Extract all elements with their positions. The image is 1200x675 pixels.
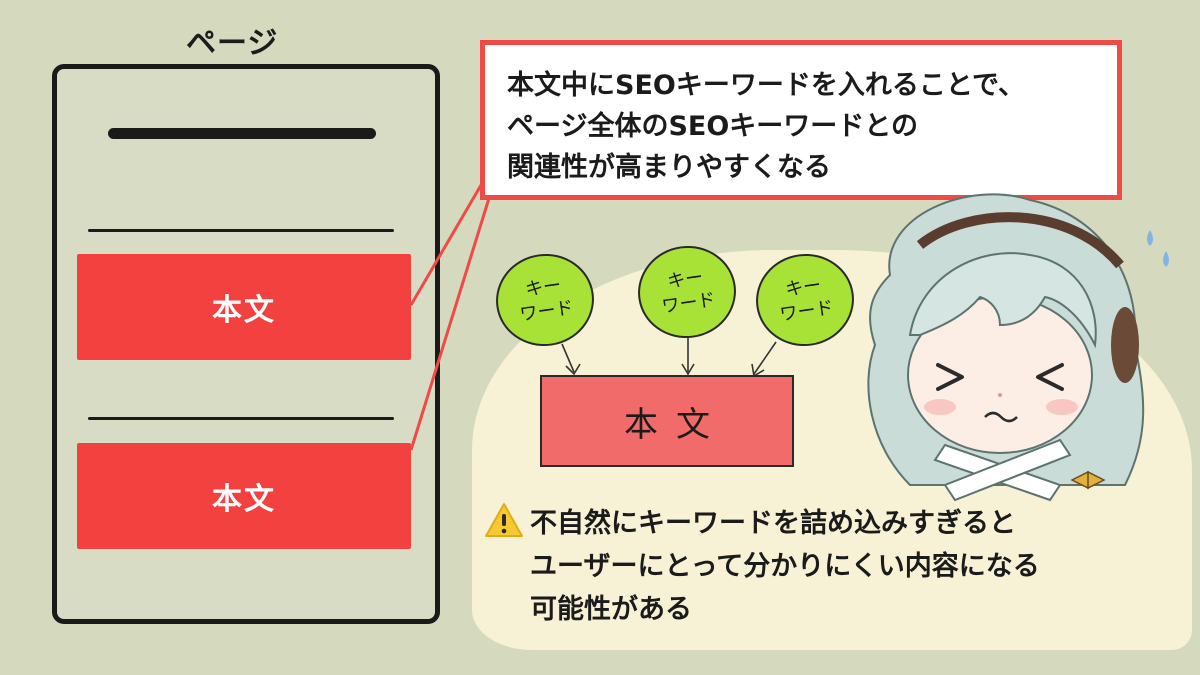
page-label: ページ [186,26,279,61]
wireframe-body-block: 本文 [77,254,411,360]
wireframe-body-block: 本文 [77,443,411,549]
callout-box: 本文中にSEOキーワードを入れることで、 ページ全体のSEOキーワードとの 関連… [480,40,1122,200]
callout-line: 本文中にSEOキーワードを入れることで、 [507,70,1025,101]
wireframe-heading-line [88,229,394,232]
warning-line: 不自然にキーワードを詰め込みすぎると [530,508,1016,539]
wireframe-title-bar [108,128,376,139]
wireframe-heading-line [88,417,394,420]
warning-text: 不自然にキーワードを詰め込みすぎると ユーザーにとって分かりにくい内容になる 可… [530,502,1040,631]
callout-line: 関連性が高まりやすくなる [507,152,831,183]
girl-crossing-arms-x-icon [867,193,1169,502]
warning-icon [485,503,523,537]
callout-line: ページ全体のSEOキーワードとの [507,111,919,142]
warning-line: ユーザーにとって分かりにくい内容になる [530,551,1040,582]
body-text-box: 本文 [540,375,794,467]
warning-line: 可能性がある [530,594,692,625]
